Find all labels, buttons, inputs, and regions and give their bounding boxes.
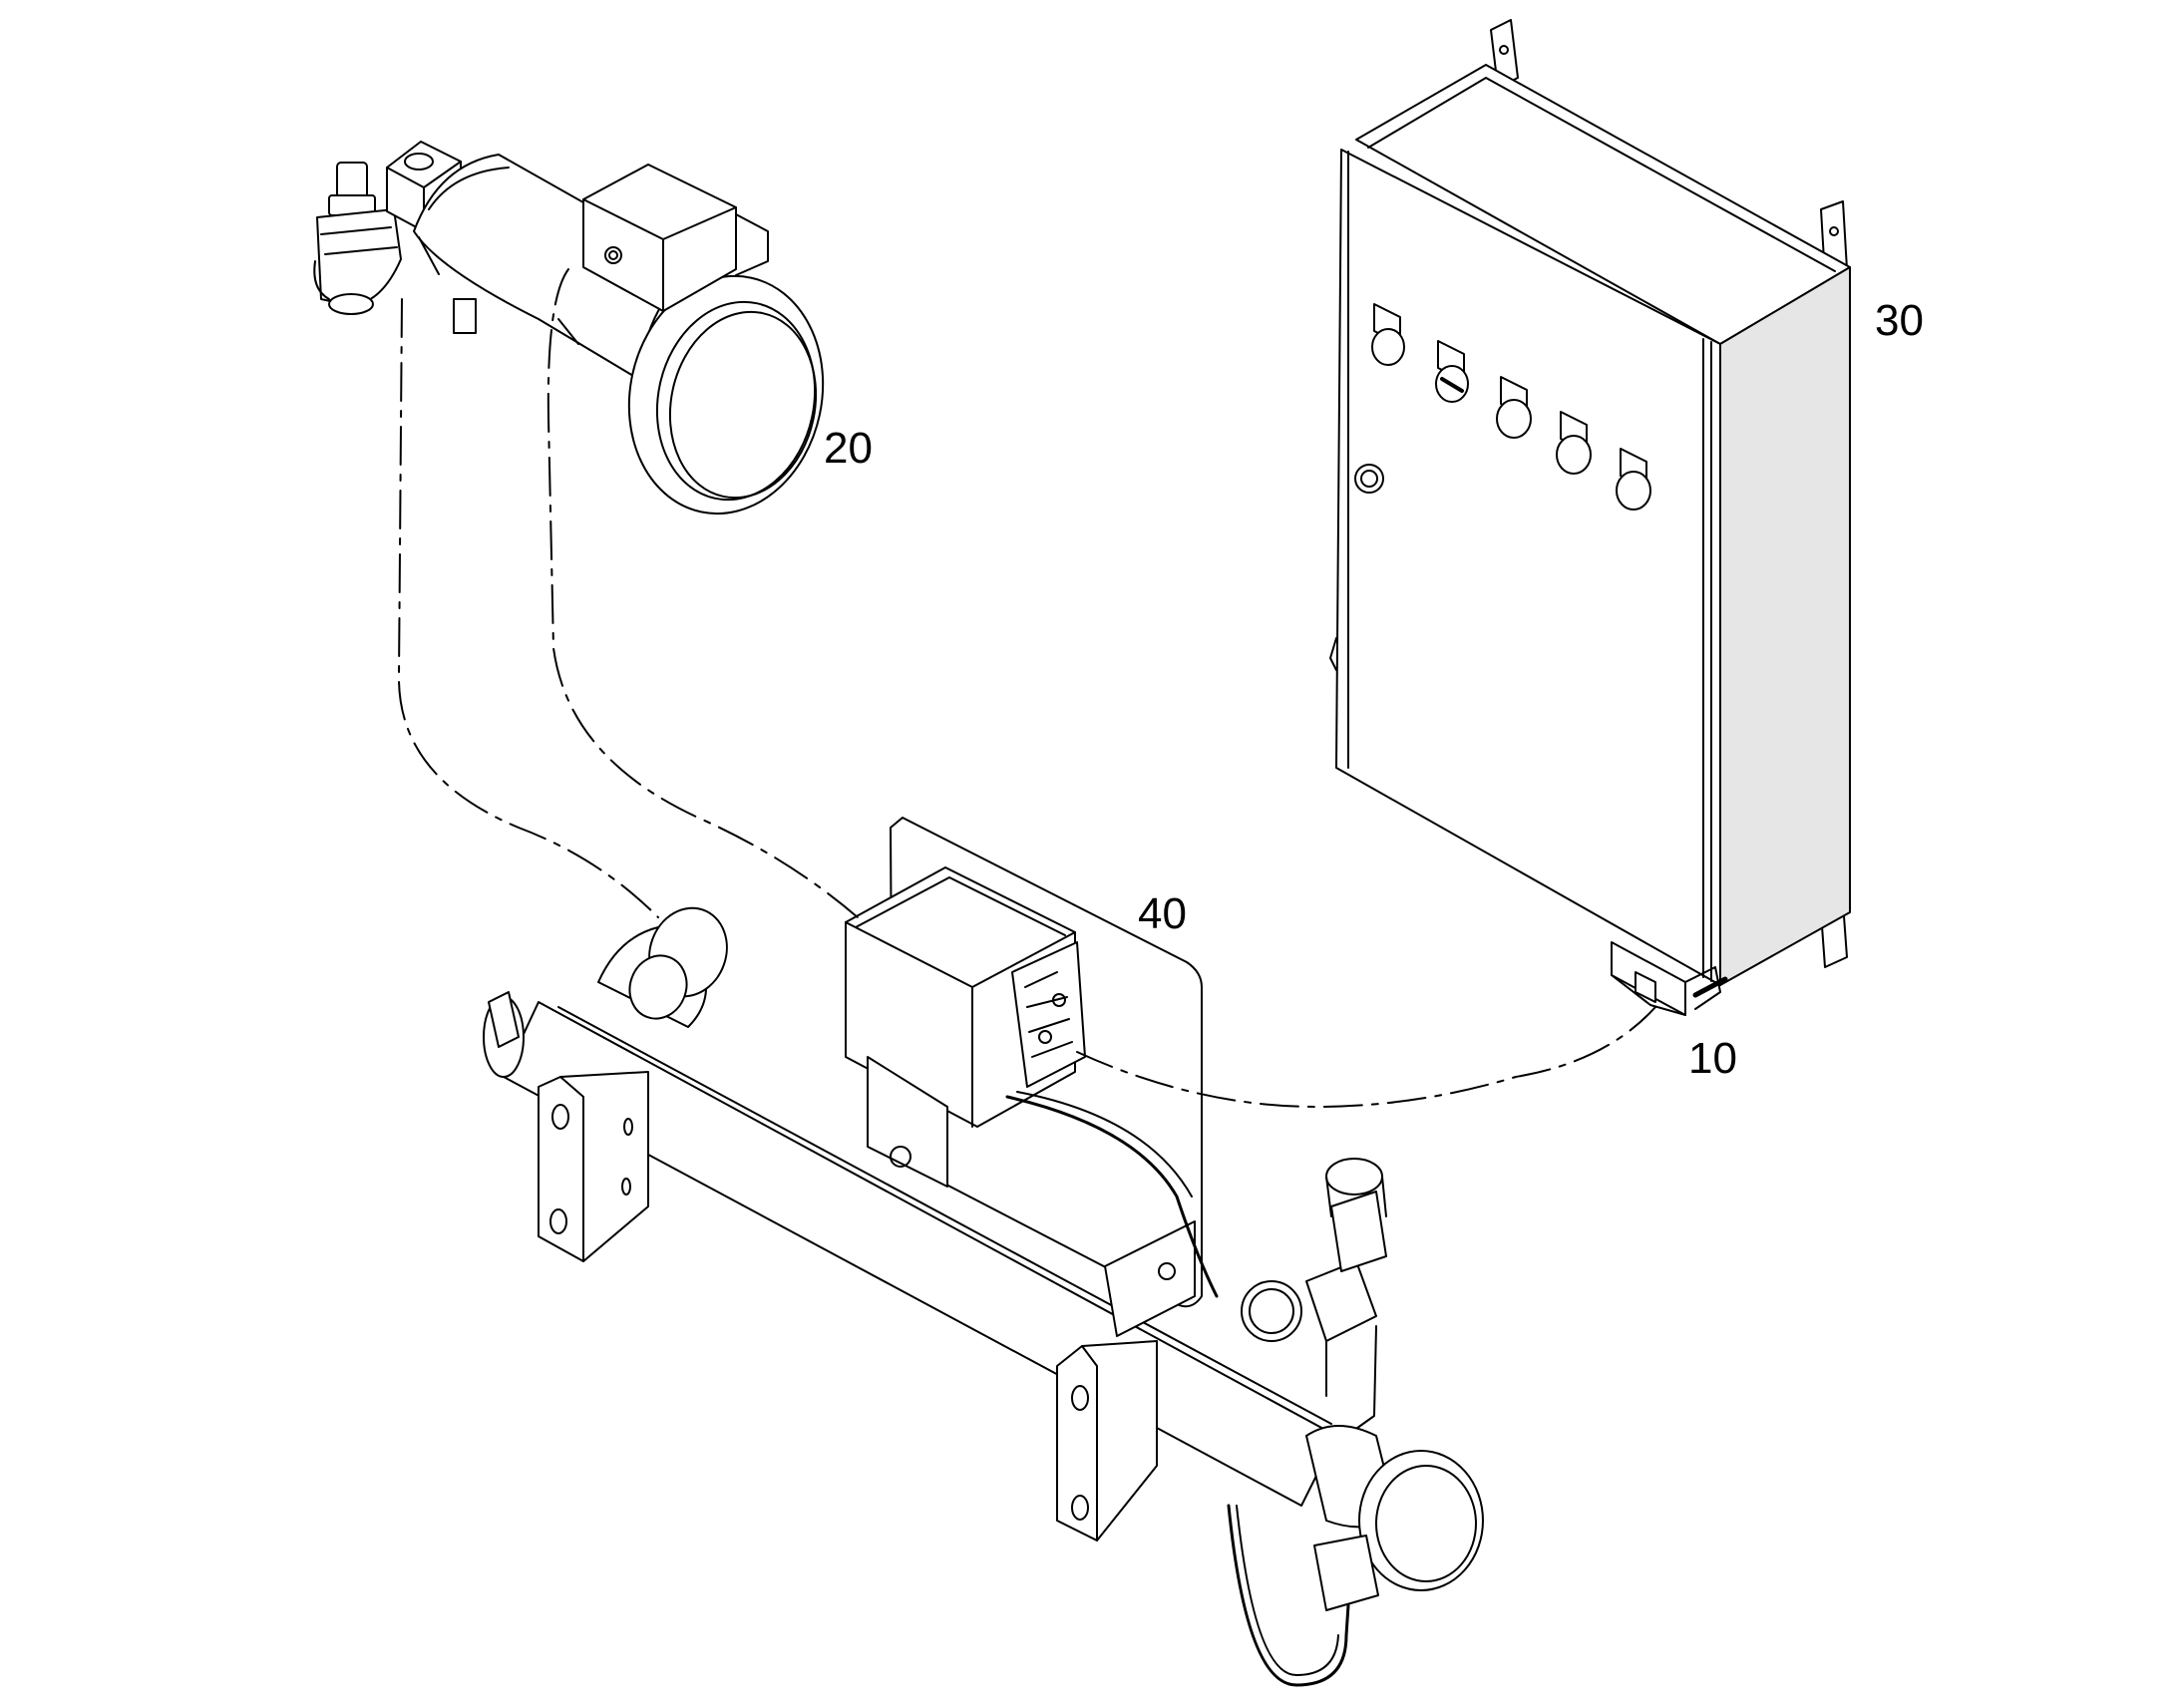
center-bracket xyxy=(868,1057,1195,1336)
gauge-fittings xyxy=(1242,1159,1386,1436)
right-bracket xyxy=(1057,1341,1157,1540)
wire-motor-to-inlet xyxy=(399,299,658,917)
motor-end-cap xyxy=(607,258,845,532)
tube-end-cap xyxy=(1306,1426,1483,1610)
label-junction-box-40: 40 xyxy=(1138,889,1187,938)
connection-lines xyxy=(399,269,1655,1107)
box-connector xyxy=(1612,942,1725,1015)
panel-controls xyxy=(1330,304,1650,670)
manifold-assembly xyxy=(484,818,1483,1685)
control-box xyxy=(1330,20,1850,1015)
left-bracket xyxy=(539,1072,648,1261)
elbow-valve xyxy=(314,163,401,314)
motor-junction-box xyxy=(583,165,768,311)
label-motor-20: 20 xyxy=(824,424,873,473)
label-connector-10: 10 xyxy=(1688,1034,1737,1083)
cable-loop xyxy=(1229,1506,1348,1685)
motor-body xyxy=(414,155,698,379)
label-control-box-30: 30 xyxy=(1875,296,1924,345)
junction-box xyxy=(846,867,1085,1127)
motor-assembly xyxy=(314,142,845,531)
wire-motor-to-junction xyxy=(548,269,858,917)
wire-junction-to-connector xyxy=(1077,1007,1655,1107)
